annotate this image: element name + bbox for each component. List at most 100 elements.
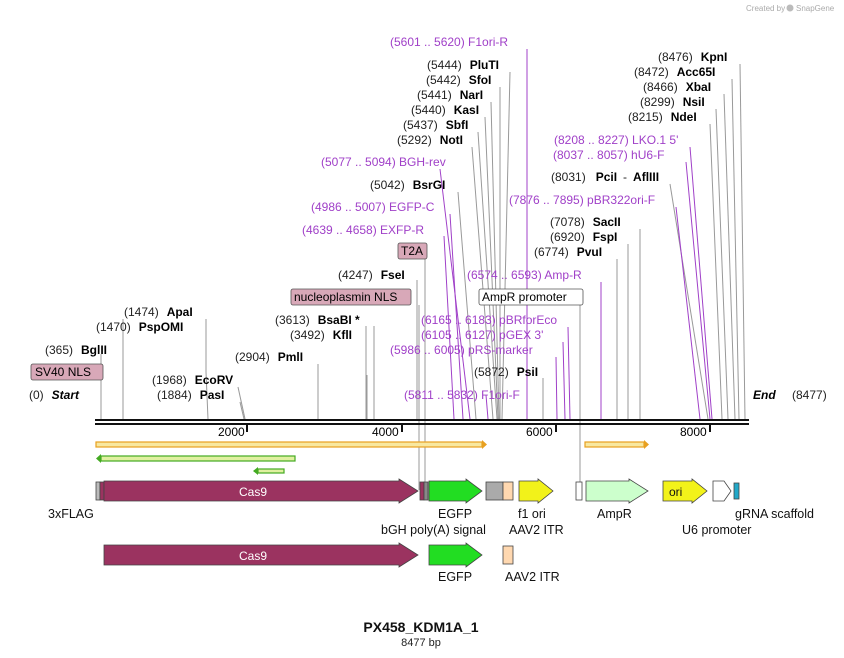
ecorv-line	[237, 386, 246, 420]
pgex3-line	[562, 341, 566, 420]
sv40-nls-box	[30, 363, 104, 381]
primer-pbrforeco: (6165 .. 6183) pBRforEco	[421, 313, 557, 327]
nari-line	[490, 101, 500, 420]
end-label: End	[753, 388, 776, 402]
cas9-label: Cas9	[239, 485, 267, 499]
site-nsii: (8299)NsiI	[640, 95, 705, 109]
site-apai: (1474)ApaI	[124, 305, 193, 319]
sv40-feature	[99, 481, 105, 501]
ori-feature	[662, 478, 708, 504]
exfp-r-line	[443, 235, 455, 420]
egfp-c-line	[449, 213, 464, 420]
primer-bgh-rev: (5077 .. 5094) BGH-rev	[321, 155, 446, 169]
f1ori-f-line	[485, 394, 489, 420]
tick-label-6000: 6000	[526, 425, 553, 439]
primer-exfp-r: (4639 .. 4658) EXFP-R	[302, 223, 424, 237]
primer-hu6-f: (8037 .. 8057) hU6-F	[553, 148, 664, 162]
site-sbfi: (5437)SbfI	[403, 118, 468, 132]
ampr-promoter-box	[478, 288, 584, 306]
credit-text: Created by	[746, 4, 785, 13]
primer-amp-r: (6574 .. 6593) Amp-R	[467, 268, 582, 282]
sequence-backbone: 2000 4000 6000 8000	[95, 419, 749, 439]
orf-ampr	[584, 441, 645, 448]
orf-small	[257, 468, 285, 474]
sv40-nls-label: SV40 NLS	[35, 365, 91, 379]
primer-prs-marker: (5986 .. 6005) pRS-marker	[390, 343, 533, 357]
site-bsrgi: (5042)BsrGI	[370, 178, 445, 192]
site-pmli: (2904)PmlI	[235, 350, 303, 364]
sbfi-line	[477, 131, 498, 420]
site-sfoi: (5442)SfoI	[426, 73, 491, 87]
ampr-feature	[585, 478, 649, 504]
bgh-feature	[485, 481, 504, 501]
site-fsei: (4247)FseI	[338, 268, 405, 282]
flag-feature	[95, 481, 101, 501]
tick-2000	[246, 425, 248, 432]
cas9-translation	[103, 542, 419, 568]
acc65i-line	[731, 78, 740, 420]
nucleoplasmin-nls-box	[290, 288, 412, 306]
site-kpni: (8476)KpnI	[658, 50, 727, 64]
prs-marker-line	[555, 356, 558, 420]
site-pcii-afliii: (8031)PciI-AflIII	[551, 170, 659, 184]
orf-tracks	[95, 440, 649, 475]
map-ends: (0)Start End (8477)	[29, 388, 827, 402]
bsrgi-line	[457, 191, 477, 420]
kpni-line	[739, 63, 746, 420]
pluti-line	[501, 71, 511, 420]
primer-egfp-c: (4986 .. 5007) EGFP-C	[311, 200, 435, 214]
start-position: (0)Start	[29, 388, 80, 402]
site-kfli: (3492)KflI	[290, 328, 352, 342]
map-title-block: PX458_KDM1A_1 8477 bp	[363, 619, 478, 649]
backbone-bottom-strand	[95, 423, 749, 425]
primer-pgex3: (6105 .. 6127) pGEX 3'	[421, 328, 543, 342]
primer-labels: (5601 .. 5620) F1ori-R (5077 .. 5094) BG…	[302, 35, 678, 402]
aav2-itr-translation-label: AAV2 ITR	[505, 570, 560, 584]
primer-lko15: (8208 .. 8227) LKO.1 5'	[554, 133, 678, 147]
tick-label-4000: 4000	[372, 425, 399, 439]
egfp-feature	[428, 478, 483, 504]
t2a-label: T2A	[401, 244, 423, 258]
site-pasi: (1884)PasI	[157, 388, 224, 402]
flag-label: 3xFLAG	[48, 507, 94, 521]
nucleoplasmin-nls-label: nucleoplasmin NLS	[294, 290, 397, 304]
noti-line	[471, 146, 494, 420]
f1-ori-feature	[518, 478, 554, 504]
feature-track: Cas9 ori	[95, 478, 740, 504]
pcii-line	[669, 183, 709, 420]
site-sacii: (7078)SacII	[550, 215, 621, 229]
site-pluti: (5444)PluTI	[427, 58, 499, 72]
orf-ampr-arrow	[644, 440, 649, 449]
orf-main-arrow	[482, 440, 487, 449]
plasmid-name: PX458_KDM1A_1	[363, 619, 478, 635]
site-acc65i: (8472)Acc65I	[634, 65, 715, 79]
credit-brand: SnapGene	[796, 4, 835, 13]
site-kasi: (5440)KasI	[411, 103, 479, 117]
t2a-feature	[423, 481, 429, 501]
primer-connectors	[439, 49, 713, 420]
egfp-translation	[428, 542, 483, 568]
hu6-f-line	[685, 161, 711, 420]
plasmid-length: 8477 bp	[401, 637, 441, 649]
tick-6000	[555, 425, 557, 432]
grna-scaffold-feature	[733, 482, 740, 500]
cas9-feature	[103, 478, 419, 504]
snapgene-logo-icon	[786, 4, 794, 12]
site-noti: (5292)NotI	[397, 133, 463, 147]
boxed-feature-labels: SV40 NLS nucleoplasmin NLS T2A AmpR prom…	[30, 242, 584, 381]
orf-main	[95, 441, 483, 448]
tick-8000	[709, 425, 711, 432]
egfp-translation-label: EGFP	[438, 570, 472, 584]
site-pvui: (6774)PvuI	[534, 245, 602, 259]
aav2-itr-translation	[502, 545, 514, 565]
snapgene-credit: Created by SnapGene	[746, 4, 835, 13]
tick-label-2000: 2000	[218, 425, 245, 439]
tick-label-8000: 8000	[680, 425, 707, 439]
primer-f1ori-r: (5601 .. 5620) F1ori-R	[390, 35, 508, 49]
t2a-box	[397, 242, 428, 260]
restriction-sites: (365)BglII (1474)ApaI (1470)PspOMI (1968…	[45, 50, 727, 402]
grna-scaffold-label: gRNA scaffold	[735, 507, 814, 521]
ampr-promoter-feature	[575, 481, 583, 501]
tick-4000	[401, 425, 403, 432]
